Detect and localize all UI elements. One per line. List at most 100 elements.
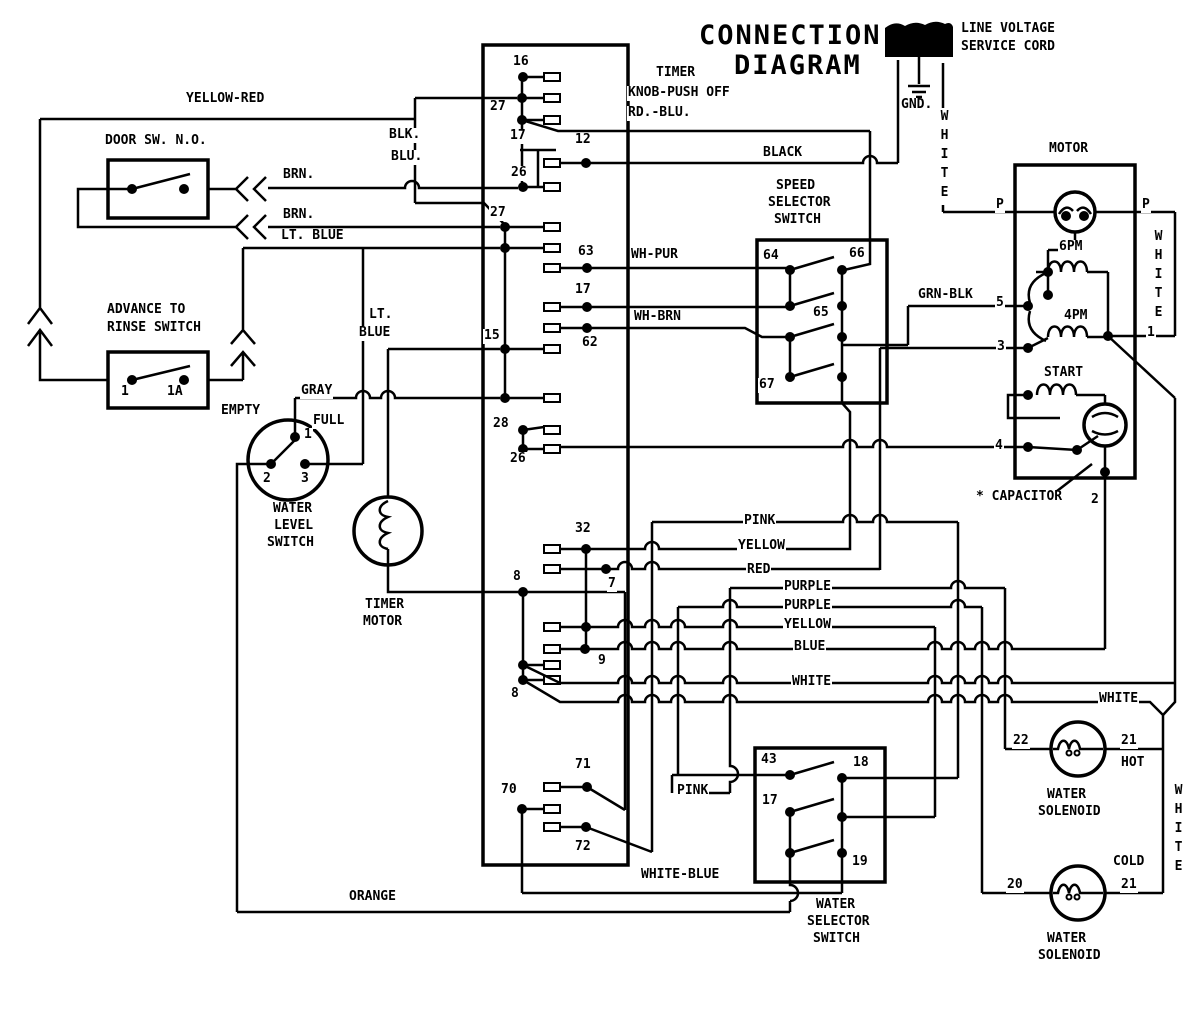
timer-t62: 62 bbox=[581, 335, 599, 351]
terminal-dot bbox=[1072, 445, 1082, 455]
hot-t22: 22 bbox=[1012, 733, 1030, 749]
terminal-dot bbox=[581, 822, 591, 832]
rinse-name-2: RINSE SWITCH bbox=[106, 320, 202, 336]
spade-terminal-icon bbox=[543, 115, 561, 125]
wire-grn-blk-label: GRN-BLK bbox=[917, 287, 974, 303]
wire-lt-label: LT. bbox=[368, 307, 394, 323]
timer-t17b: 17 bbox=[574, 282, 592, 298]
rinse-t1a: 1A bbox=[166, 384, 184, 400]
hot-name-1: WATER bbox=[1046, 787, 1088, 803]
cold-t20: 20 bbox=[1006, 877, 1024, 893]
spade-terminal-icon bbox=[543, 544, 561, 554]
terminal-dot bbox=[837, 301, 847, 311]
timer-name-2: KNOB-PUSH OFF bbox=[627, 85, 731, 101]
timer-name-1: TIMER bbox=[655, 65, 697, 81]
ss-t66: 66 bbox=[848, 246, 866, 262]
wire-lt-blue-label: LT. BLUE bbox=[280, 228, 345, 244]
cold-t21: 21 bbox=[1120, 877, 1138, 893]
terminal-dot bbox=[785, 770, 795, 780]
motor-white-right: WHITE bbox=[1151, 228, 1166, 325]
terminal-dot bbox=[266, 459, 276, 469]
timer-t7: 7 bbox=[607, 576, 617, 592]
title-line1: CONNECTION bbox=[699, 20, 882, 51]
spade-terminal-icon bbox=[543, 644, 561, 654]
ss-name-2: SELECTOR bbox=[767, 195, 832, 211]
wsel-name-2: SELECTOR bbox=[806, 914, 871, 930]
spade-terminal-icon bbox=[543, 444, 561, 454]
terminal-dot bbox=[1023, 390, 1033, 400]
wire-white-blue-label: WHITE-BLUE bbox=[640, 867, 721, 883]
motor-t4: 4 bbox=[994, 438, 1004, 454]
wsel-t43: 43 bbox=[760, 752, 778, 768]
wire-yellow-2-label: YELLOW bbox=[783, 617, 832, 633]
spade-terminal-icon bbox=[543, 93, 561, 103]
cold-name-1: WATER bbox=[1046, 931, 1088, 947]
timer-t71: 71 bbox=[574, 757, 592, 773]
hot-temp-label: HOT bbox=[1120, 755, 1146, 771]
cord-name-2: SERVICE CORD bbox=[960, 39, 1056, 55]
wiring-layer bbox=[27, 57, 1177, 914]
wire-white-label: WHITE bbox=[791, 674, 833, 690]
terminal-dot bbox=[581, 544, 591, 554]
rinse-name-1: ADVANCE TO bbox=[106, 302, 187, 318]
speed-selector-box bbox=[755, 238, 889, 405]
terminal-dot bbox=[517, 93, 527, 103]
spade-terminal-icon bbox=[543, 222, 561, 232]
motor-p-right: P bbox=[1141, 197, 1151, 213]
timer-t12: 12 bbox=[574, 132, 592, 148]
terminal-dot bbox=[300, 459, 310, 469]
spade-terminal-icon bbox=[543, 302, 561, 312]
wire-brn-1-label: BRN. bbox=[282, 167, 316, 183]
motor-6pm-label: 6PM bbox=[1058, 239, 1084, 255]
terminal-dot bbox=[1061, 211, 1071, 221]
wls-t1: 1 bbox=[303, 427, 313, 443]
wls-t3: 3 bbox=[300, 471, 310, 487]
cord-name-1: LINE VOLTAGE bbox=[960, 21, 1056, 37]
sol-white-right: WHITE bbox=[1171, 782, 1186, 879]
wsel-t19: 19 bbox=[851, 854, 869, 870]
solenoid-coil-loop bbox=[1073, 893, 1081, 901]
wire-blk-label: BLK. bbox=[388, 127, 422, 143]
timer-t26b: 26 bbox=[509, 451, 527, 467]
tm-name-2: MOTOR bbox=[362, 614, 404, 630]
terminal-dot bbox=[1043, 290, 1053, 300]
water-level-switch-circle bbox=[246, 418, 330, 502]
wsel-t18: 18 bbox=[852, 755, 870, 771]
spade-terminal-icon bbox=[543, 344, 561, 354]
terminal-dot bbox=[518, 444, 528, 454]
terminal-dot bbox=[518, 72, 528, 82]
spade-terminal-icon bbox=[543, 263, 561, 273]
motor-internal bbox=[1006, 206, 1177, 716]
terminal-dot bbox=[290, 432, 300, 442]
timer-t27a: 27 bbox=[489, 99, 507, 115]
water-selector-box bbox=[753, 746, 887, 884]
terminal-dot bbox=[518, 675, 528, 685]
title-line2: DIAGRAM bbox=[734, 50, 862, 81]
motor-start-label: START bbox=[1043, 365, 1085, 381]
wire-orange-label: ORANGE bbox=[348, 889, 397, 905]
timer-t17a: 17 bbox=[509, 128, 527, 144]
terminal-dot bbox=[785, 301, 795, 311]
spade-terminal-icon bbox=[543, 675, 561, 685]
terminal-dot bbox=[837, 848, 847, 858]
spade-terminal-icon bbox=[543, 804, 561, 814]
timer-t8a: 8 bbox=[512, 569, 522, 585]
terminal-dot bbox=[1043, 267, 1053, 277]
wls-gray-label: GRAY bbox=[300, 383, 334, 399]
wls-empty-label: EMPTY bbox=[220, 403, 262, 419]
solenoid-coil-loop bbox=[1065, 893, 1073, 901]
wire-wh-pur-label: WH-PUR bbox=[630, 247, 679, 263]
wls-name-1: WATER bbox=[272, 501, 314, 517]
terminal-dot bbox=[837, 332, 847, 342]
motor-t5: 5 bbox=[995, 295, 1005, 311]
timer-t63: 63 bbox=[577, 244, 595, 260]
motor-p-left: P bbox=[995, 197, 1005, 213]
wire-pink-label: PINK bbox=[743, 513, 777, 529]
terminal-dot bbox=[785, 848, 795, 858]
service-cord-plug bbox=[885, 21, 953, 57]
cold-temp-label: COLD bbox=[1112, 854, 1146, 870]
spade-terminal-icon bbox=[543, 243, 561, 253]
hot-name-2: SOLENOID bbox=[1037, 804, 1102, 820]
